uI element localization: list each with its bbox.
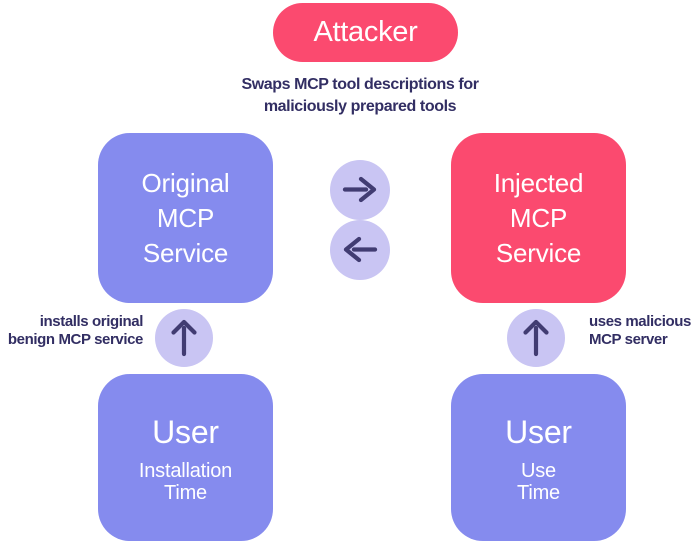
- arrow-up-icon: [523, 319, 549, 357]
- original-mcp-service-node: Original MCP Service: [98, 133, 273, 303]
- attack-description-line2: maliciously prepared tools: [263, 98, 457, 115]
- user-use-title: User: [505, 414, 572, 450]
- user-installation-title: User: [152, 414, 219, 450]
- injected-mcp-service-node: Injected MCP Service: [451, 133, 626, 303]
- attack-description: Swaps MCP tool descriptions for maliciou…: [210, 74, 510, 118]
- attacker-label: Attacker: [313, 16, 418, 48]
- swap-right-circle: [330, 160, 390, 220]
- install-arrow-circle: [155, 309, 213, 367]
- install-caption-line2: benign MCP service: [7, 331, 143, 348]
- use-caption-line1: uses malicious: [589, 313, 691, 330]
- user-use-node: User Use Time: [451, 374, 626, 541]
- original-mcp-service-label: Original MCP Service: [141, 167, 230, 268]
- injected-mcp-service-label: Injected MCP Service: [493, 167, 584, 268]
- user-installation-subtitle: Installation Time: [138, 460, 233, 504]
- use-caption: uses malicious MCP server: [589, 313, 691, 349]
- user-use-subtitle: Use Time: [517, 460, 560, 504]
- install-caption-line1: installs original: [39, 313, 144, 330]
- arrow-up-icon: [171, 319, 197, 357]
- arrow-left-icon: [343, 236, 378, 263]
- swap-left-circle: [330, 220, 390, 280]
- use-arrow-circle: [507, 309, 565, 367]
- install-caption: installs original benign MCP service: [8, 313, 143, 349]
- arrow-right-icon: [342, 176, 377, 203]
- attack-description-line1: Swaps MCP tool descriptions for: [241, 76, 479, 93]
- use-caption-line2: MCP server: [589, 331, 668, 348]
- attacker-node: Attacker: [273, 3, 458, 62]
- user-installation-node: User Installation Time: [98, 374, 273, 541]
